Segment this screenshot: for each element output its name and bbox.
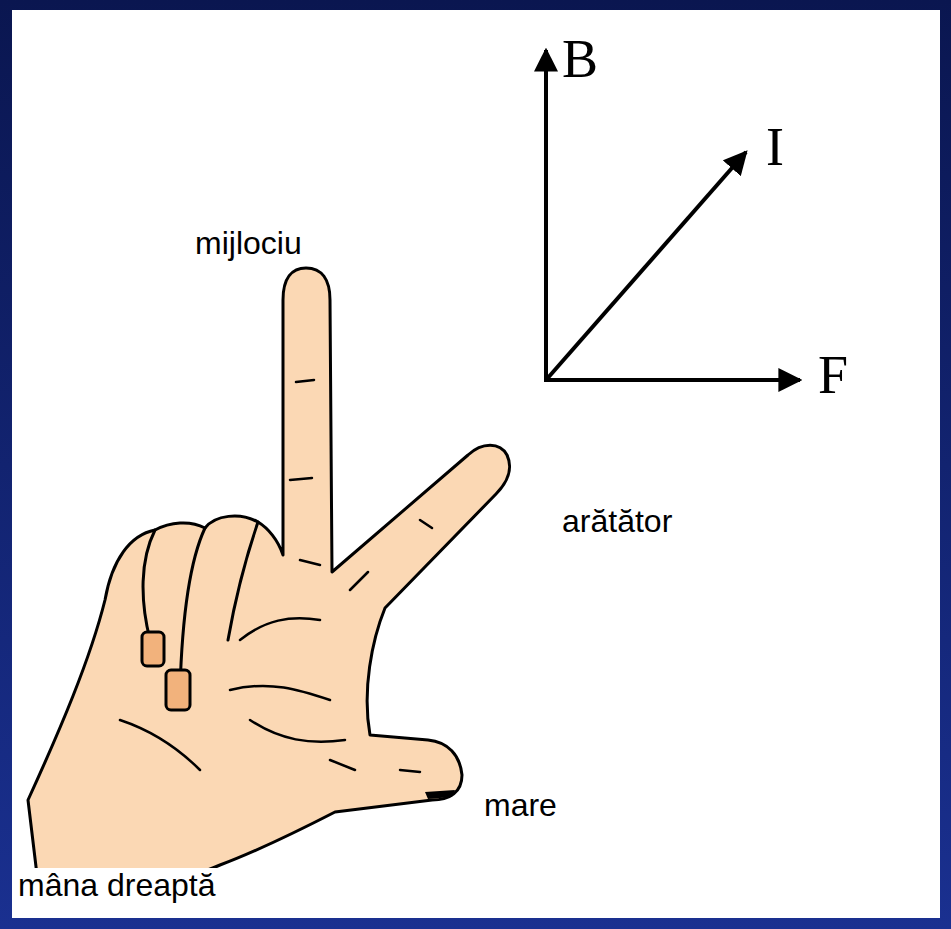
f-axis — [544, 378, 800, 382]
axes — [544, 50, 800, 380]
hand-label: mâna dreaptă — [16, 868, 217, 903]
thumbnail-edge — [425, 790, 455, 799]
fingernail — [142, 632, 164, 666]
b-axis — [544, 50, 548, 380]
finger-label: mare — [482, 788, 559, 823]
fingernail — [166, 670, 190, 710]
i-axis — [546, 152, 746, 380]
vector-label: I — [766, 118, 784, 177]
finger-label: arătător — [560, 504, 674, 539]
finger-label: mijlociu — [193, 226, 304, 261]
vector-label: B — [562, 30, 598, 89]
vector-label: F — [818, 346, 848, 405]
creases — [120, 380, 432, 772]
right-hand — [28, 268, 510, 900]
hand-outline — [28, 268, 510, 900]
canvas — [12, 10, 940, 918]
